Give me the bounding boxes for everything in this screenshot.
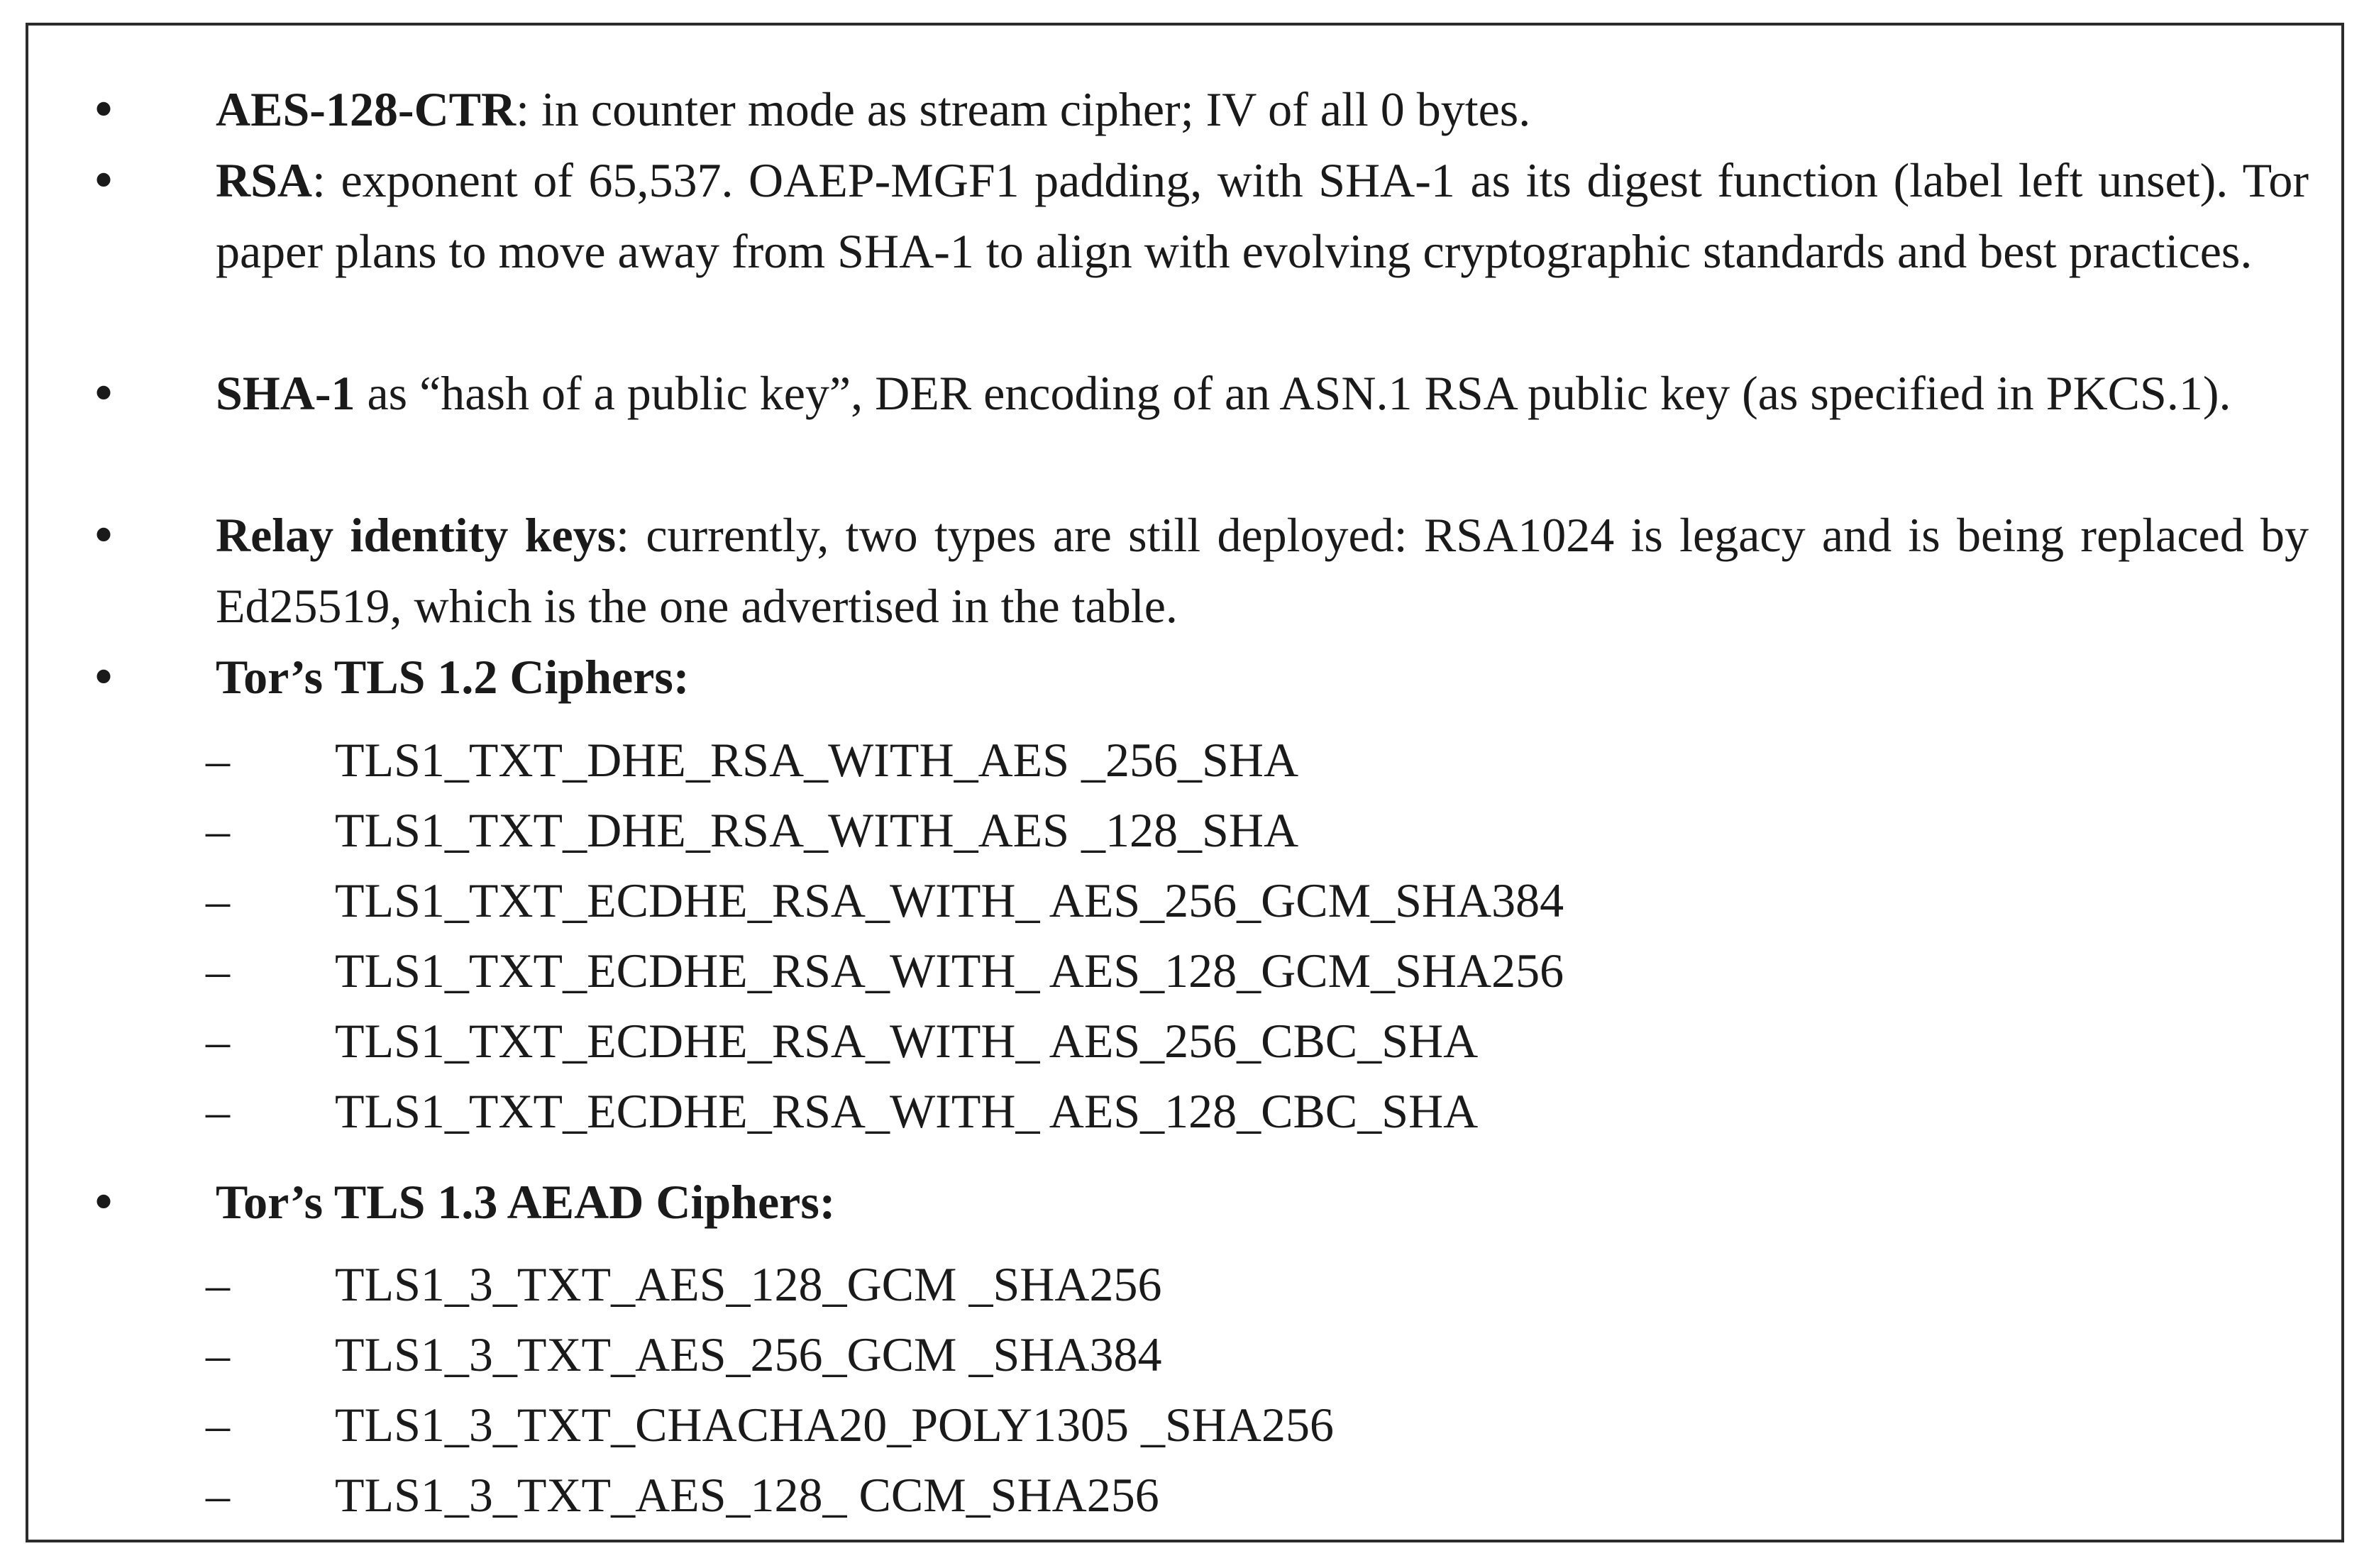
dash-icon: – — [206, 1327, 230, 1381]
sub-list-item: – TLS1_3_TXT_AES_128_ CCM_SHA256 — [28, 1459, 2341, 1530]
list-item-label: Relay identity keys — [216, 508, 617, 562]
dash-icon: – — [206, 1014, 230, 1068]
dash-icon: – — [206, 733, 230, 787]
sub-list-item: – TLS1_TXT_ECDHE_RSA_WITH_ AES_128_GCM_S… — [28, 935, 2341, 1006]
document-frame: • AES-128-CTR: in counter mode as stream… — [26, 23, 2344, 1542]
list-item-label: RSA — [216, 153, 313, 207]
cipher-name: TLS1_TXT_ECDHE_RSA_WITH_ AES_256_GCM_SHA… — [335, 873, 1564, 927]
sub-list-item: – TLS1_TXT_ECDHE_RSA_WITH_ AES_128_CBC_S… — [28, 1076, 2341, 1147]
list-item-text: AES-128-CTR: in counter mode as stream c… — [216, 74, 2309, 145]
bullet-icon: • — [94, 1171, 114, 1233]
dash-icon: – — [206, 873, 230, 927]
cipher-name: TLS1_TXT_DHE_RSA_WITH_AES _128_SHA — [335, 803, 1299, 857]
bullet-icon: • — [94, 78, 114, 140]
bullet-icon: • — [94, 362, 114, 424]
cipher-name: TLS1_3_TXT_CHACHA20_POLY1305 _SHA256 — [335, 1398, 1335, 1452]
dash-icon: – — [206, 803, 230, 857]
cipher-name: TLS1_TXT_DHE_RSA_WITH_AES _256_SHA — [335, 733, 1299, 787]
list-item-text: RSA: exponent of 65,537. OAEP-MGF1 paddi… — [216, 145, 2309, 287]
list-item-body: : in counter mode as stream cipher; IV o… — [516, 82, 1531, 136]
dash-icon: – — [206, 1398, 230, 1452]
cipher-name: TLS1_3_TXT_AES_256_GCM _SHA384 — [335, 1327, 1162, 1381]
list-item-label: Tor’s TLS 1.2 Ciphers: — [216, 650, 690, 704]
bullet-icon: • — [94, 646, 114, 708]
sub-list-item: – TLS1_TXT_ECDHE_RSA_WITH_ AES_256_GCM_S… — [28, 865, 2341, 936]
list-item-body: : exponent of 65,537. OAEP-MGF1 padding,… — [216, 153, 2309, 278]
list-item-text: SHA-1 as “hash of a public key”, DER enc… — [216, 358, 2309, 429]
sub-list-item: – TLS1_TXT_DHE_RSA_WITH_AES _256_SHA — [28, 724, 2341, 795]
list-item-text: Tor’s TLS 1.3 AEAD Ciphers: — [216, 1166, 2309, 1237]
cipher-name: TLS1_TXT_ECDHE_RSA_WITH_ AES_256_CBC_SHA — [335, 1014, 1479, 1068]
bullet-icon: • — [94, 504, 114, 566]
dash-icon: – — [206, 1084, 230, 1138]
dash-icon: – — [206, 944, 230, 998]
dash-icon: – — [206, 1257, 230, 1311]
list-item-label: AES-128-CTR — [216, 82, 517, 136]
cipher-name: TLS1_TXT_ECDHE_RSA_WITH_ AES_128_CBC_SHA — [335, 1084, 1479, 1138]
dash-icon: – — [206, 1468, 230, 1522]
sub-list-item: – TLS1_TXT_ECDHE_RSA_WITH_ AES_256_CBC_S… — [28, 1005, 2341, 1076]
sub-list-item: – TLS1_3_TXT_AES_128_GCM _SHA256 — [28, 1249, 2341, 1320]
cipher-name: TLS1_3_TXT_AES_128_GCM _SHA256 — [335, 1257, 1162, 1311]
sub-list-item: – TLS1_3_TXT_AES_256_GCM _SHA384 — [28, 1319, 2341, 1390]
list-item-body: : currently, two types are still deploye… — [216, 508, 2309, 633]
cipher-name: TLS1_3_TXT_AES_128_ CCM_SHA256 — [335, 1468, 1159, 1522]
bullet-list: • AES-128-CTR: in counter mode as stream… — [28, 26, 2341, 1540]
sub-list-item: – TLS1_TXT_DHE_RSA_WITH_AES _128_SHA — [28, 795, 2341, 866]
cipher-name: TLS1_TXT_ECDHE_RSA_WITH_ AES_128_GCM_SHA… — [335, 944, 1564, 998]
list-item-label: Tor’s TLS 1.3 AEAD Ciphers: — [216, 1175, 836, 1229]
list-item-body: as “hash of a public key”, DER encoding … — [355, 366, 2231, 420]
sub-list-item: – TLS1_3_TXT_CHACHA20_POLY1305 _SHA256 — [28, 1389, 2341, 1460]
list-item-label: SHA-1 — [216, 366, 355, 420]
bullet-icon: • — [94, 149, 114, 211]
list-item-text: Tor’s TLS 1.2 Ciphers: — [216, 641, 2309, 712]
list-item-text: Relay identity keys: currently, two type… — [216, 499, 2309, 641]
